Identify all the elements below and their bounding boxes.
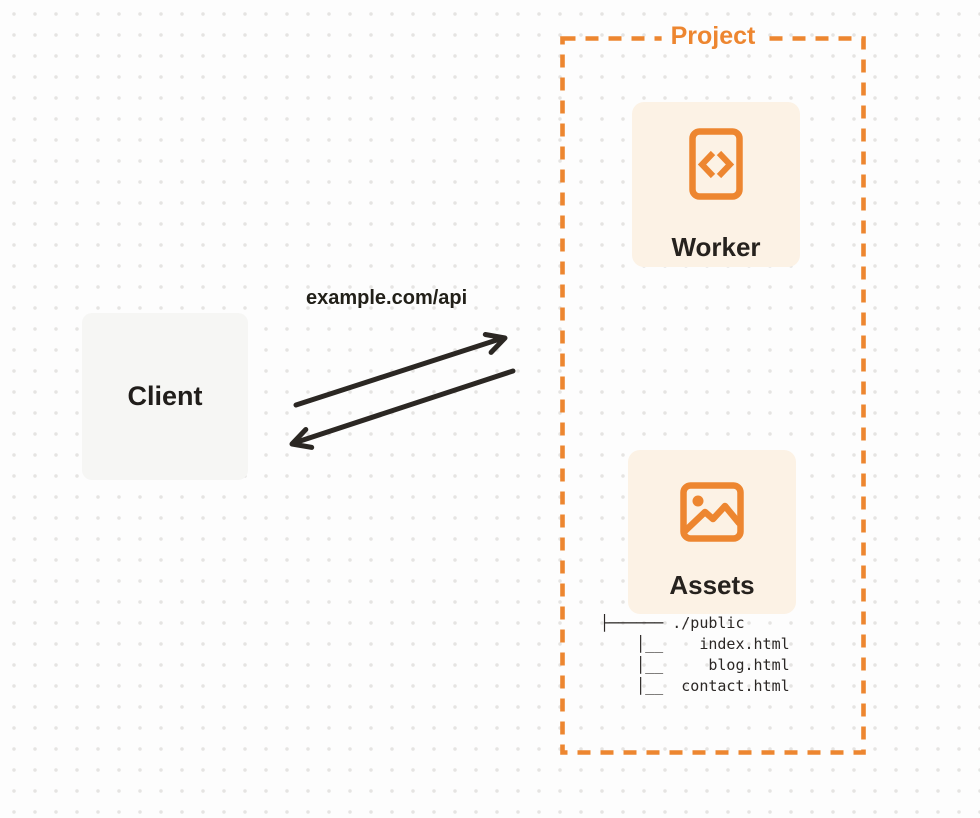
- assets-file-tree: ├────── ./public │__ index.html │__ blog…: [600, 614, 790, 695]
- project-group: Project Worker Assets ├────── ./public │…: [560, 20, 866, 755]
- worker-label: Worker: [671, 232, 761, 262]
- assets-label: Assets: [669, 570, 755, 600]
- client-label: Client: [127, 381, 203, 411]
- request-arrow-head: [482, 332, 508, 355]
- project-label: Project: [661, 20, 765, 52]
- worker-card: Worker: [632, 102, 800, 267]
- image-icon: [680, 482, 744, 542]
- client-card: Client: [82, 313, 248, 480]
- code-file-icon: [689, 128, 743, 200]
- request-arrow-line: [293, 335, 506, 408]
- response-arrow-line: [291, 368, 516, 446]
- response-arrow-head: [289, 427, 315, 450]
- request-url-label: example.com/api: [306, 287, 468, 309]
- assets-card: Assets: [628, 450, 796, 614]
